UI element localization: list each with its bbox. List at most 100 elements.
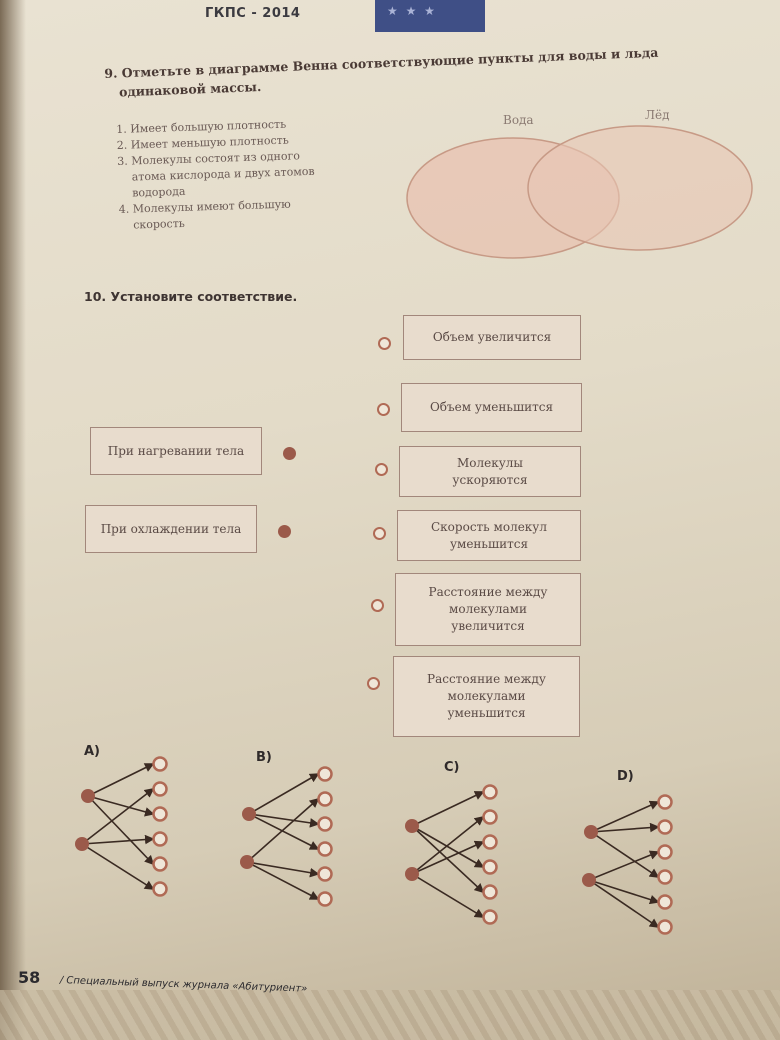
arrow-line bbox=[411, 840, 485, 875]
diagram-ring bbox=[657, 819, 673, 835]
diagram-dot bbox=[81, 789, 95, 803]
left-dot-heating[interactable] bbox=[283, 447, 296, 460]
diagram-ring bbox=[482, 809, 498, 825]
right-box-label: Расстояние между молекулами уменьшится bbox=[427, 672, 546, 720]
diagram-ring bbox=[482, 859, 498, 875]
option-c-diagram[interactable] bbox=[400, 780, 510, 945]
arrow-line bbox=[411, 825, 485, 894]
page-spine-shadow bbox=[0, 0, 26, 1040]
right-box-3[interactable]: Молекулы ускоряются bbox=[399, 446, 581, 497]
arrow-line bbox=[590, 822, 660, 833]
venn-diagram bbox=[406, 125, 753, 259]
right-ring-3[interactable] bbox=[375, 463, 388, 476]
diagram-ring bbox=[317, 766, 333, 782]
option-b-diagram[interactable] bbox=[235, 762, 345, 927]
arrow-line bbox=[411, 873, 485, 918]
diagram-ring bbox=[317, 841, 333, 857]
header-title: ГКПС - 2014 bbox=[205, 6, 301, 21]
right-box-label: Объем уменьшится bbox=[429, 400, 554, 414]
right-ring-6[interactable] bbox=[367, 677, 380, 690]
arrow-line bbox=[81, 843, 155, 890]
left-box-heating[interactable]: При нагревании тела bbox=[90, 427, 262, 475]
diagram-ring bbox=[152, 831, 168, 847]
question-9: 9. Отметьте в диаграмме Венна соответств… bbox=[104, 41, 715, 102]
right-box-6[interactable]: Расстояние между молекулами уменьшится bbox=[393, 656, 580, 737]
diagram-ring bbox=[657, 794, 673, 810]
option-a-diagram[interactable] bbox=[70, 752, 180, 917]
venn-label-water: Вода bbox=[503, 113, 534, 127]
diagram-ring bbox=[657, 869, 673, 885]
diagram-dot bbox=[242, 807, 256, 821]
option-d-label[interactable]: D) bbox=[617, 769, 634, 784]
right-box-2[interactable]: Объем уменьшится bbox=[401, 383, 582, 432]
right-box-label: Скорость молекул уменьшится bbox=[431, 519, 547, 551]
right-box-1[interactable]: Объем увеличится bbox=[403, 315, 581, 360]
diagram-dot bbox=[582, 873, 596, 887]
arrow-line bbox=[246, 797, 320, 863]
option-a-label[interactable]: A) bbox=[84, 744, 101, 759]
diagram-dot bbox=[584, 825, 598, 839]
diagram-ring bbox=[657, 894, 673, 910]
diagram-ring bbox=[317, 891, 333, 907]
header-logo-band: ★ ★ ★ bbox=[375, 0, 485, 32]
arrow-line bbox=[588, 879, 660, 928]
arrow-line bbox=[81, 788, 155, 845]
right-box-5[interactable]: Расстояние между молекулами увеличится bbox=[395, 573, 581, 646]
arrow-line bbox=[248, 813, 320, 850]
diagram-ring bbox=[317, 866, 333, 882]
diagram-ring bbox=[152, 806, 168, 822]
diagram-ring bbox=[317, 791, 333, 807]
arrow-line bbox=[588, 850, 660, 881]
arrow-line bbox=[590, 800, 660, 833]
arrow-line bbox=[411, 791, 485, 827]
right-ring-5[interactable] bbox=[371, 599, 384, 612]
venn-label-ice: Лёд bbox=[645, 108, 670, 122]
page-number: 58 bbox=[18, 968, 41, 987]
diagram-ring bbox=[482, 834, 498, 850]
arrow-line bbox=[87, 795, 155, 817]
arrow-line bbox=[246, 861, 320, 900]
arrow-line bbox=[248, 773, 320, 815]
left-box-cooling[interactable]: При охлаждении тела bbox=[85, 505, 257, 553]
arrow-line bbox=[411, 815, 485, 875]
right-ring-2[interactable] bbox=[377, 403, 390, 416]
arrow-line bbox=[81, 834, 155, 845]
diagram-ring bbox=[152, 881, 168, 897]
diagram-dot bbox=[405, 867, 419, 881]
diagram-ring bbox=[482, 784, 498, 800]
diagram-ring bbox=[152, 856, 168, 872]
arrow-line bbox=[87, 763, 155, 797]
left-box-label: При охлаждении тела bbox=[100, 521, 242, 536]
question-9-list: 1. Имеет большую плотность 2. Имеет мень… bbox=[116, 114, 379, 234]
option-b-label[interactable]: B) bbox=[256, 750, 272, 765]
diagram-ring bbox=[657, 919, 673, 935]
diagram-ring bbox=[657, 844, 673, 860]
left-box-label: При нагревании тела bbox=[107, 443, 245, 458]
decorative-border bbox=[0, 990, 780, 1040]
right-box-label: Молекулы ускоряются bbox=[452, 455, 528, 487]
diagram-ring bbox=[152, 781, 168, 797]
question-10-title: 10. Установите соответствие. bbox=[84, 289, 298, 304]
diagram-dot bbox=[240, 855, 254, 869]
diagram-ring bbox=[152, 756, 168, 772]
option-d-diagram[interactable] bbox=[575, 790, 685, 955]
arrow-line bbox=[246, 861, 320, 878]
stars-icon: ★ ★ ★ bbox=[387, 4, 437, 18]
diagram-ring bbox=[317, 816, 333, 832]
right-box-4[interactable]: Скорость молекул уменьшится bbox=[397, 510, 581, 561]
diagram-ring bbox=[482, 884, 498, 900]
diagram-dot bbox=[405, 819, 419, 833]
diagram-ring bbox=[482, 909, 498, 925]
option-c-label[interactable]: C) bbox=[444, 760, 460, 775]
diagram-dot bbox=[75, 837, 89, 851]
arrow-line bbox=[588, 879, 660, 905]
left-dot-cooling[interactable] bbox=[278, 525, 291, 538]
right-ring-1[interactable] bbox=[378, 337, 391, 350]
venn-ice-circle[interactable] bbox=[527, 125, 753, 251]
right-ring-4[interactable] bbox=[373, 527, 386, 540]
right-box-label: Объем увеличится bbox=[432, 330, 552, 344]
arrow-line bbox=[590, 831, 660, 878]
right-box-label: Расстояние между молекулами увеличится bbox=[428, 585, 548, 633]
arrow-line bbox=[87, 795, 155, 866]
